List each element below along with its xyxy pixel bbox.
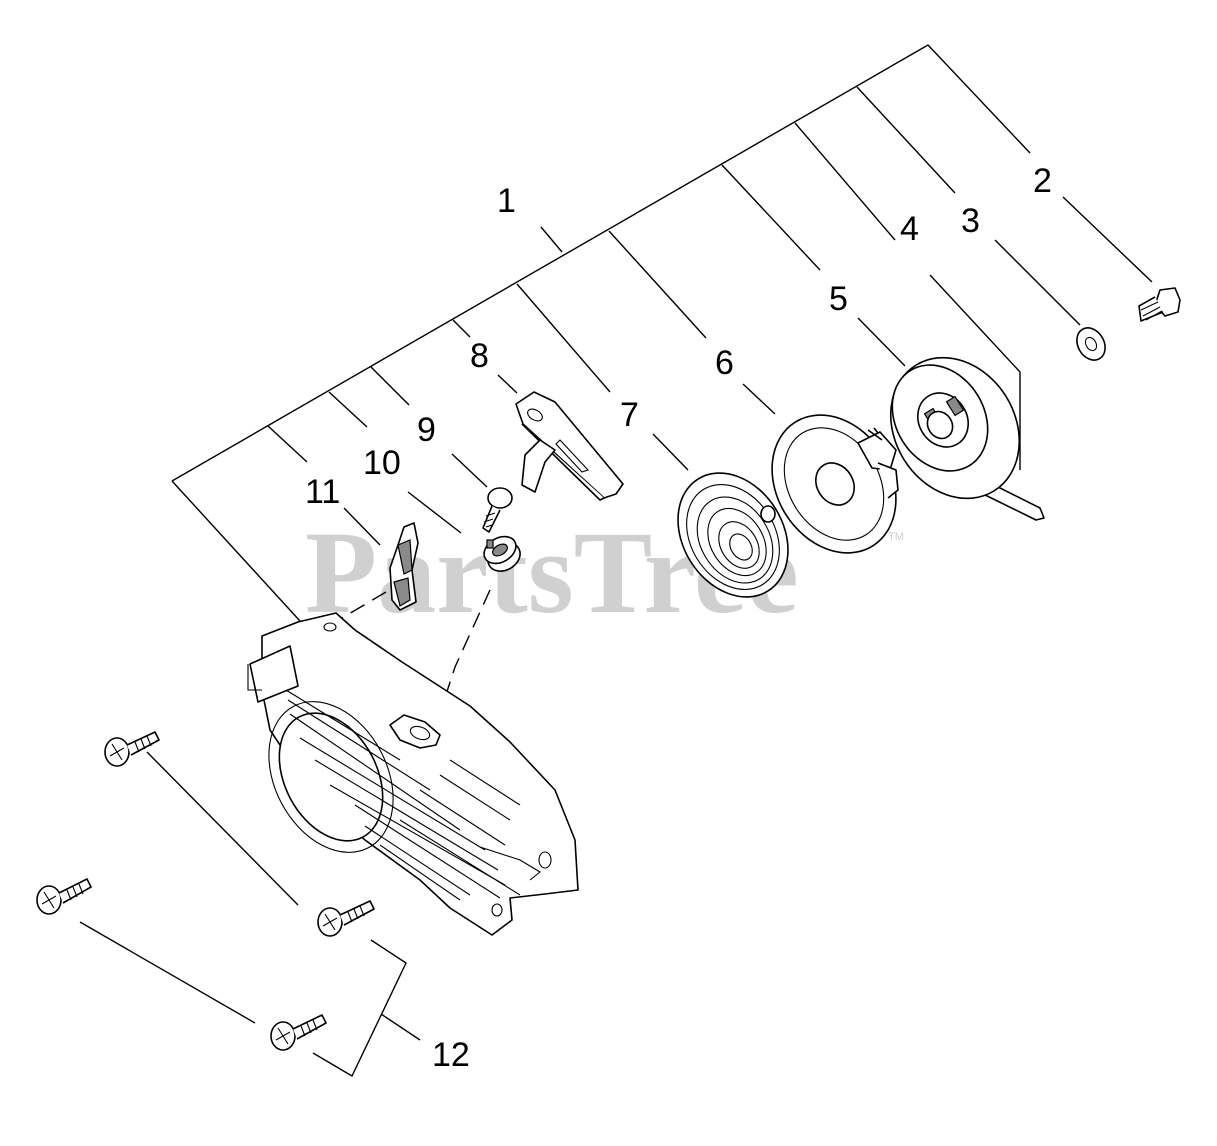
alignment-dashed-line-2 bbox=[341, 591, 387, 619]
callout-6: 6 bbox=[715, 344, 734, 382]
callout-10: 10 bbox=[363, 444, 401, 482]
callout-11: 11 bbox=[305, 473, 340, 511]
callout-8: 8 bbox=[470, 337, 489, 375]
housing-screw-1 bbox=[104, 731, 160, 767]
bolt-part bbox=[1138, 287, 1181, 322]
rope-pulley-part bbox=[889, 356, 1021, 500]
callout-3: 3 bbox=[961, 202, 980, 240]
reel-case-part bbox=[771, 414, 899, 554]
callout-2: 2 bbox=[1033, 162, 1052, 200]
callout-12: 12 bbox=[432, 1036, 470, 1074]
recoil-spring-part bbox=[677, 472, 789, 598]
callout-9: 9 bbox=[417, 411, 436, 449]
starter-handle-part bbox=[515, 391, 624, 501]
rope-guide-part bbox=[483, 535, 521, 572]
assembly-bracket-lines bbox=[79, 44, 1153, 1077]
callout-7: 7 bbox=[620, 396, 639, 434]
handle-screw-part bbox=[482, 487, 513, 533]
callout-5: 5 bbox=[829, 280, 848, 318]
housing-screw-3 bbox=[36, 878, 92, 915]
watermark-trademark: TM bbox=[888, 531, 904, 543]
starter-housing-part bbox=[247, 612, 579, 936]
lever-part bbox=[389, 522, 419, 611]
callout-4: 4 bbox=[900, 210, 919, 248]
washer-part bbox=[1076, 327, 1106, 361]
alignment-dashed-line bbox=[436, 589, 491, 723]
housing-screw-2 bbox=[317, 900, 375, 937]
callout-1: 1 bbox=[497, 182, 516, 220]
housing-screw-4 bbox=[270, 1014, 327, 1051]
